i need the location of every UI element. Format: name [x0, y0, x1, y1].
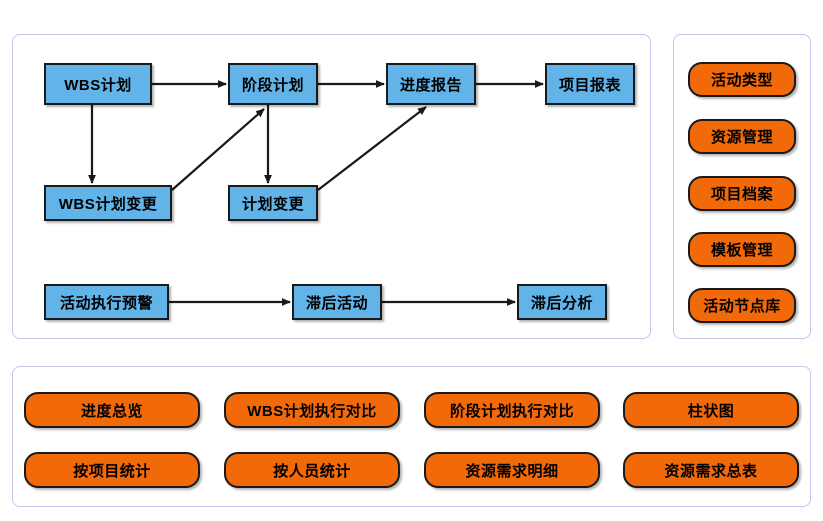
flow-node-delay-analysis[interactable]: 滞后分析	[517, 284, 607, 320]
flow-node-plan-change[interactable]: 计划变更	[228, 185, 318, 221]
tool-button-resource-mgmt[interactable]: 资源管理	[688, 119, 796, 154]
tool-button-project-archive[interactable]: 项目档案	[688, 176, 796, 211]
tool-button-activity-type[interactable]: 活动类型	[688, 62, 796, 97]
flow-node-project-report[interactable]: 项目报表	[545, 63, 635, 105]
report-button-stats-by-person[interactable]: 按人员统计	[224, 452, 400, 488]
flow-node-activity-warning[interactable]: 活动执行预警	[44, 284, 169, 320]
report-button-bar-chart[interactable]: 柱状图	[623, 392, 799, 428]
flow-node-delayed-activity[interactable]: 滞后活动	[292, 284, 382, 320]
flow-node-progress-report[interactable]: 进度报告	[386, 63, 476, 105]
flow-node-wbs-plan-change[interactable]: WBS计划变更	[44, 185, 172, 221]
report-button-stage-plan-compare[interactable]: 阶段计划执行对比	[424, 392, 600, 428]
report-button-wbs-plan-compare[interactable]: WBS计划执行对比	[224, 392, 400, 428]
tool-button-template-mgmt[interactable]: 模板管理	[688, 232, 796, 267]
flow-node-wbs-plan[interactable]: WBS计划	[44, 63, 152, 105]
report-button-resource-demand-total[interactable]: 资源需求总表	[623, 452, 799, 488]
tool-button-activity-node-lib[interactable]: 活动节点库	[688, 288, 796, 323]
report-button-progress-overview[interactable]: 进度总览	[24, 392, 200, 428]
report-button-stats-by-project[interactable]: 按项目统计	[24, 452, 200, 488]
report-button-resource-demand-detail[interactable]: 资源需求明细	[424, 452, 600, 488]
flow-node-stage-plan[interactable]: 阶段计划	[228, 63, 318, 105]
